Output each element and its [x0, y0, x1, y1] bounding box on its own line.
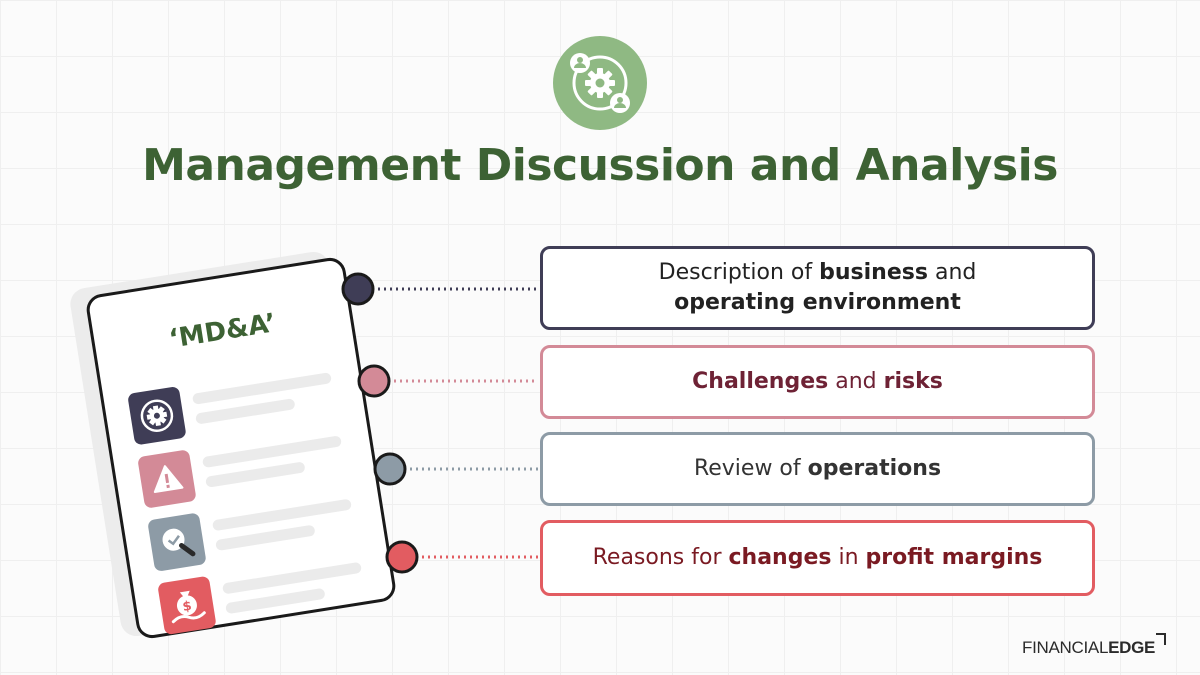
connector-dot	[385, 540, 419, 574]
connector-dot	[341, 272, 375, 306]
financial-edge-logo: FINANCIALEDGE	[1022, 633, 1167, 659]
mdna-document-illustration: ‘MD&A’	[60, 240, 440, 660]
warning-icon	[137, 449, 197, 509]
card-profit-margins: Reasons for changes in profit margins	[540, 520, 1095, 596]
card-text: Description of business and operating env…	[659, 258, 977, 318]
card-text-regular: Description of	[658, 260, 820, 285]
card-text-bold: business	[819, 260, 928, 285]
page-title: Management Discussion and Analysis	[142, 140, 1058, 191]
card-text-bold: profit margins	[865, 545, 1043, 570]
logo-text-heavy: EDGE	[1108, 638, 1156, 657]
card-text: Review of operations	[694, 454, 941, 484]
card-text-bold: risks	[883, 369, 943, 394]
document-row	[147, 488, 363, 572]
document-sheet: ‘MD&A’	[84, 255, 398, 641]
money-bag-hand-icon: $	[157, 575, 217, 636]
document-row	[127, 361, 343, 446]
people-gear-icon	[570, 53, 630, 113]
card-text-regular: and	[828, 369, 884, 394]
card-text-bold: Challenges	[692, 369, 829, 394]
card-text-bold: changes	[728, 545, 832, 570]
card-text-bold: operations	[807, 456, 942, 481]
card-text-regular: in	[831, 545, 866, 570]
card-text-regular: Reasons for	[592, 545, 729, 570]
connector-dot	[357, 364, 391, 398]
card-text: Reasons for changes in profit margins	[593, 543, 1043, 573]
logo-corner-mark	[1156, 633, 1167, 645]
card-text-bold: operating environment	[674, 290, 961, 315]
connector-dot	[373, 452, 407, 486]
document-row	[137, 425, 353, 509]
card-review-operations: Review of operations	[540, 432, 1095, 506]
magnifier-check-icon	[147, 512, 207, 572]
card-text: Challenges and risks	[692, 367, 943, 397]
card-business-description: Description of business and operating env…	[540, 246, 1095, 330]
document-row: $	[157, 551, 373, 636]
card-text-regular: Review of	[693, 456, 808, 481]
gear-target-icon	[127, 386, 187, 446]
svg-text:$: $	[182, 599, 193, 615]
top-badge	[553, 36, 647, 130]
card-text-regular: and	[927, 260, 977, 285]
card-challenges-risks: Challenges and risks	[540, 345, 1095, 419]
logo-text-light: FINANCIAL	[1022, 638, 1109, 657]
